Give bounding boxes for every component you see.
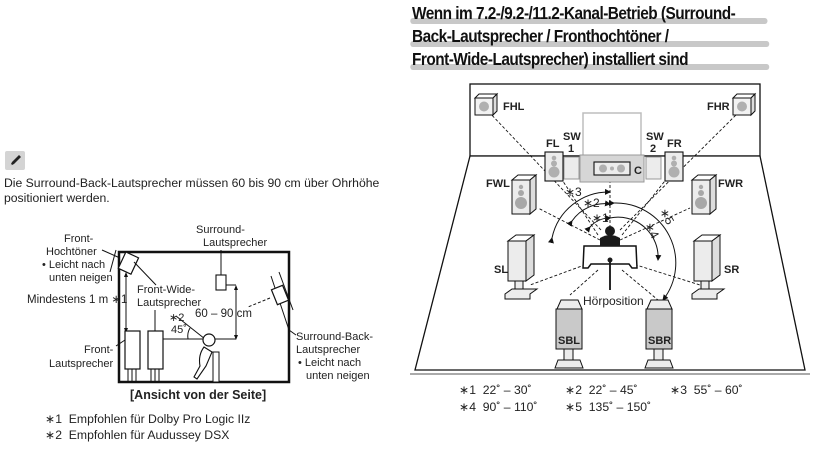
label-front-height-3: • Leicht nach [42, 259, 106, 271]
front-wide-right-speaker [690, 173, 718, 216]
side-room-outline [117, 250, 291, 384]
label-fhl: FHL [503, 101, 525, 113]
pencil-icon [5, 151, 25, 170]
label-angle-ref: ∗2 [169, 312, 185, 324]
angle-mark-2: ∗2 [583, 196, 600, 210]
heading-line-1: Wenn im 7.2-/9.2-/11.2-Kanal-Betrieb (Su… [410, 2, 768, 25]
label-sbl: SBL [558, 335, 580, 347]
label-sl: SL [494, 264, 509, 276]
label-surround-back-4: unten neigen [306, 370, 370, 382]
label-sw2-b: 2 [650, 143, 657, 155]
front-height-speaker-side [117, 251, 140, 276]
note-text-line-1: Die Surround-Back-Lautsprecher müssen 60… [4, 176, 380, 190]
front-wide-pointer [133, 261, 157, 286]
label-fl: FL [546, 138, 560, 150]
label-c: C [634, 165, 642, 177]
footnote-text: Empfohlen für Dolby Pro Logic IIz [68, 412, 251, 426]
label-height-range: 60 – 90 cm [195, 308, 252, 320]
label-surround-back-1: Surround-Back- [296, 331, 374, 343]
label-front-1: Front- [84, 344, 114, 356]
label-fhr: FHR [707, 101, 730, 113]
listening-point [607, 257, 613, 263]
side-footnote-2: ∗2 Empfohlen für Audussey DSX [45, 428, 229, 442]
tv-screen [582, 112, 642, 157]
label-surround-2: Lautsprecher [203, 237, 268, 249]
label-min-distance: Mindestens 1 m ∗1 [27, 294, 128, 306]
side-footnote-1: ∗1 Empfohlen für Dolby Pro Logic IIz [45, 412, 250, 426]
label-front-height-4: unten neigen [49, 272, 113, 284]
listener-body-top [600, 235, 620, 246]
label-listening-position: Hörposition [583, 294, 644, 308]
label-front-wide-1: Front-Wide- [137, 284, 196, 296]
section-heading: Wenn im 7.2-/9.2-/11.2-Kanal-Betrieb (Su… [410, 2, 770, 71]
front-wide-left-speaker [510, 173, 538, 216]
subwoofer-2 [645, 156, 662, 180]
label-front-2: Lautsprecher [49, 358, 114, 370]
angle-legend-2: ∗2 22˚ – 45˚ [565, 383, 638, 397]
angle-mark-3: ∗3 [565, 185, 582, 199]
listener-body-side [193, 346, 213, 380]
label-front-height-1: Front- [64, 233, 94, 245]
label-surround-1: Surround- [196, 224, 245, 236]
note-text: Die Surround-Back-Lautsprecher müssen 60… [4, 176, 414, 206]
angle-legend-5: ∗5 135˚ – 150˚ [565, 400, 652, 414]
surround-back-right-speaker [644, 299, 674, 369]
heading-line-2: Back-Lautsprecher / Fronthochtöner / [410, 25, 770, 48]
footnote-mark: ∗1 [45, 412, 62, 426]
listener-head-side [202, 333, 216, 347]
angle-mark-1: ∗1 [592, 211, 609, 225]
front-height-pointer [109, 249, 117, 273]
note-text-line-2: positioniert werden. [4, 191, 110, 205]
heading-line-3: Front-Wide-Lautsprecher) installiert sin… [410, 48, 770, 71]
front-height-left-speaker [473, 92, 499, 117]
label-front-height-2: Hochtöner [46, 246, 97, 258]
surround-back-speaker-side [270, 284, 290, 306]
label-angle-value: 45˚ [171, 324, 187, 336]
label-fwr: FWR [718, 178, 744, 190]
angle-legend-3: ∗3 55˚ – 60˚ [670, 383, 743, 397]
surround-back-left-speaker [554, 299, 584, 369]
label-sbr: SBR [648, 335, 672, 347]
footnote-mark: ∗2 [45, 428, 62, 442]
label-fr: FR [667, 138, 682, 150]
sofa [582, 245, 638, 269]
angle-arcs [548, 188, 677, 301]
label-sr: SR [724, 264, 740, 276]
label-front-wide-2: Lautsprecher [137, 297, 202, 309]
footnote-text: Empfohlen für Audussey DSX [68, 428, 230, 442]
label-sw1-a: SW [563, 131, 581, 143]
label-sw1-b: 1 [568, 143, 575, 155]
surround-left-speaker [504, 234, 539, 300]
subwoofer-1 [563, 156, 580, 180]
label-surround-back-2: Lautsprecher [296, 344, 361, 356]
label-fwl: FWL [486, 178, 510, 190]
label-sw2-a: SW [646, 131, 664, 143]
side-view-caption: [Ansicht von der Seite] [130, 388, 267, 402]
front-height-right-speaker [731, 92, 757, 117]
angle-legend-1: ∗1 22˚ – 30˚ [459, 383, 532, 397]
label-surround-back-3: • Leicht nach [298, 357, 362, 369]
angle-legend-4: ∗4 90˚ – 110˚ [459, 400, 538, 414]
surround-right-speaker [691, 234, 726, 300]
listener-head-top [605, 226, 615, 236]
